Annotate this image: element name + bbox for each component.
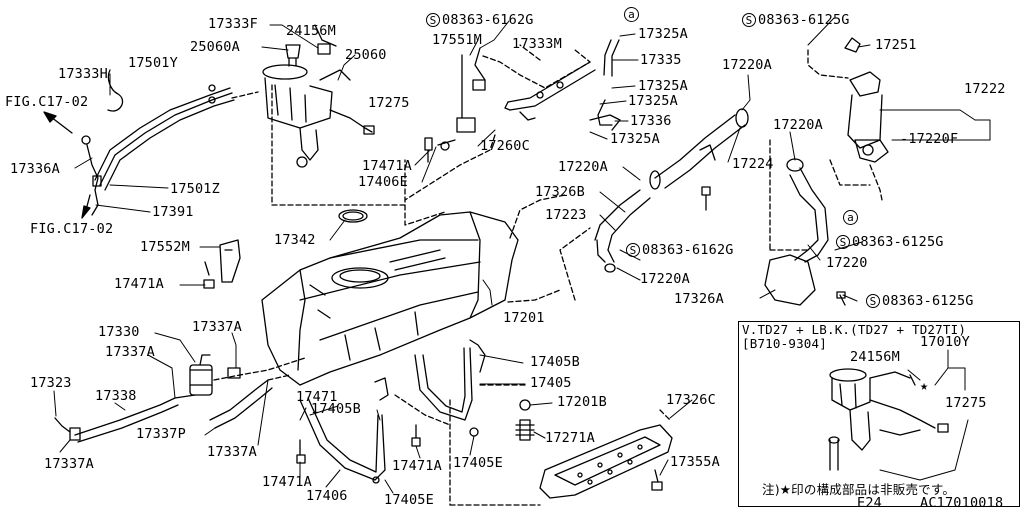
label-17501Z: 17501Z [170, 181, 220, 197]
inset-pump [828, 368, 949, 471]
label-17330: 17330 [98, 324, 140, 340]
label-17333M: 17333M [512, 36, 562, 52]
label-17552M: 17552M [140, 239, 190, 255]
label-17471A-4: 17471A [262, 474, 312, 490]
label-17333F: 17333F [208, 16, 258, 32]
label-17260C: 17260C [480, 138, 530, 154]
label-17336: 17336 [630, 113, 672, 129]
label-17405: 17405 [530, 375, 572, 391]
label-17405E-1: 17405E [453, 455, 503, 471]
label-17220: 17220 [826, 255, 868, 271]
protector-17326C [539, 424, 673, 499]
filler-neck [844, 37, 889, 163]
star-icon: ★ [920, 378, 929, 394]
bolt-symbol-icon: S [866, 294, 880, 308]
label-17325A-2: 17325A [638, 78, 688, 94]
leader-lines [53, 17, 991, 494]
arrow-fig-ref-1 [50, 116, 73, 134]
fuel-tank [261, 211, 519, 386]
label-17335: 17335 [640, 52, 682, 68]
label-17551M: 17551M [432, 32, 482, 48]
label-17337A-4: 17337A [207, 444, 257, 460]
diagram-code: AC17010018 [920, 495, 1004, 511]
label-17471A-3: 17471A [392, 458, 442, 474]
label-17326C: 17326C [666, 392, 716, 408]
reference-circle-a-2: a [843, 210, 858, 225]
label-17337A-2: 17337A [105, 344, 155, 360]
label-24156M: 24156M [286, 23, 336, 39]
label-25060: 25060 [345, 47, 387, 63]
vent-pipes [504, 39, 621, 131]
label-17336A: 17336A [10, 161, 60, 177]
plug-25060A [285, 44, 301, 59]
label-17201B: 17201B [557, 394, 607, 410]
label-17333H: 17333H [58, 66, 108, 82]
tank-straps [299, 339, 486, 481]
reference-circle-a-1: a [624, 7, 639, 22]
bolt-symbol-icon: S [836, 235, 850, 249]
label-17222: 17222 [964, 81, 1006, 97]
label-17220A-1: 17220A [722, 57, 772, 73]
inset-variant-line-1: V.TD27 + LB.K.(TD27 + TD27TI) [742, 322, 967, 337]
fuel-hoses-left [54, 367, 273, 443]
bolt-symbol-icon: S [626, 243, 640, 257]
label-17275: 17275 [368, 95, 410, 111]
label-17355A: 17355A [670, 454, 720, 470]
label-17271A: 17271A [545, 430, 595, 446]
label-17325A-4: 17325A [610, 131, 660, 147]
page-number: E24 [857, 495, 882, 511]
label-17220A-4: 17220A [640, 271, 690, 287]
inset-note: 注)★印の構成部品は非販売です。 [762, 482, 956, 497]
label-17326A: 17326A [674, 291, 724, 307]
label-17224: 17224 [732, 156, 774, 172]
filler-hoses [594, 108, 829, 306]
seal-ring-17342 [338, 209, 368, 223]
label-17326B: 17326B [535, 184, 585, 200]
label-17471A-1: 17471A [362, 158, 412, 174]
label-17220A-3: 17220A [558, 159, 608, 175]
label-25060A: 25060A [190, 39, 240, 55]
label-17337A-3: 17337A [44, 456, 94, 472]
inset-variant-line-2: [B710-9304] [742, 336, 827, 351]
inset-label-24156M: 24156M [850, 349, 900, 365]
fig-reference-1: FIG.C17-02 [5, 94, 89, 110]
bolt-symbol-icon: S [742, 13, 756, 27]
label-17220A-2: 17220A [773, 117, 823, 133]
label-17471: 17471 [296, 389, 338, 405]
label-17391: 17391 [152, 204, 194, 220]
label-17325A-3: 17325A [628, 93, 678, 109]
fuel-pump-unit [262, 64, 375, 168]
label-17223: 17223 [545, 207, 587, 223]
label-17251: 17251 [875, 37, 917, 53]
label-17405B-2: 17405B [311, 401, 361, 417]
inset-label-17010Y: 17010Y [920, 334, 970, 350]
label-17342: 17342 [274, 232, 316, 248]
label-17405E-2: 17405E [384, 492, 434, 508]
label-17501Y: 17501Y [128, 55, 178, 71]
label-17201: 17201 [503, 310, 545, 326]
fig-reference-2: FIG.C17-02 [30, 221, 114, 237]
bracket-17551M [456, 117, 476, 133]
label-17405B-1: 17405B [530, 354, 580, 370]
bolt-symbol-icon: S [426, 13, 440, 27]
label-17406: 17406 [306, 488, 348, 504]
label-17338: 17338 [95, 388, 137, 404]
fuel-filter [189, 354, 213, 396]
inset-variant-box [738, 321, 1020, 507]
label-17323: 17323 [30, 375, 72, 391]
label-17325A-1: 17325A [638, 26, 688, 42]
label-17220F: -17220F [900, 131, 959, 147]
label-17471A-2: 17471A [114, 276, 164, 292]
label-17337P: 17337P [136, 426, 186, 442]
label-17406E: 17406E [358, 174, 408, 190]
label-17337A-1: 17337A [192, 319, 242, 335]
inset-label-17275: 17275 [945, 395, 987, 411]
